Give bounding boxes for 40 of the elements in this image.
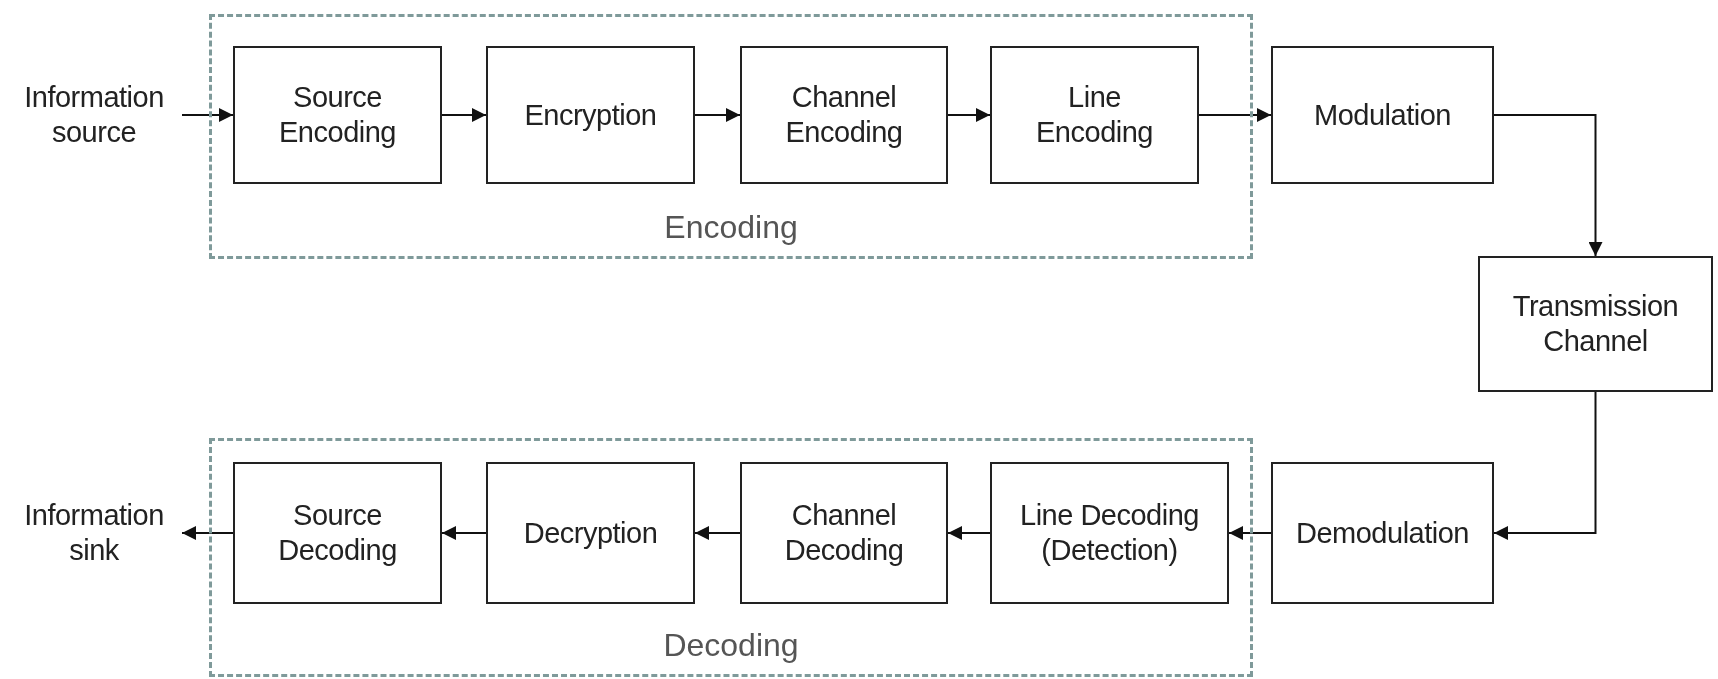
text-label: Information sink bbox=[23, 498, 165, 568]
box-label: Modulation bbox=[1314, 97, 1451, 133]
process-box bbox=[486, 462, 695, 604]
box-label: Transmission Channel bbox=[1511, 289, 1680, 359]
process-box bbox=[1478, 256, 1713, 392]
box-label: Encryption bbox=[524, 97, 657, 133]
box-label: Source Decoding bbox=[277, 498, 398, 568]
arrow bbox=[181, 108, 234, 122]
process-box bbox=[1271, 462, 1494, 604]
process-box bbox=[990, 462, 1229, 604]
group-frame bbox=[209, 14, 1253, 259]
arrow bbox=[694, 526, 741, 540]
process-box bbox=[1271, 46, 1494, 184]
group-label: Encoding bbox=[663, 209, 799, 246]
arrow bbox=[441, 526, 487, 540]
box-label: Source Encoding bbox=[278, 80, 397, 150]
group-label: Decoding bbox=[662, 627, 800, 664]
box-label: Channel Decoding bbox=[783, 498, 905, 568]
box-label: Channel Encoding bbox=[784, 80, 904, 150]
process-box bbox=[740, 46, 948, 184]
process-box bbox=[740, 462, 948, 604]
box-label: Line Encoding bbox=[1035, 80, 1154, 150]
arrow bbox=[181, 526, 234, 540]
arrow bbox=[694, 108, 741, 122]
arrow bbox=[1198, 108, 1272, 122]
arrow bbox=[1493, 114, 1603, 257]
text-label: Information source bbox=[23, 80, 165, 150]
box-label: Decryption bbox=[523, 515, 658, 551]
arrow bbox=[947, 108, 991, 122]
arrow bbox=[441, 108, 487, 122]
process-box bbox=[233, 46, 442, 184]
arrow bbox=[947, 526, 991, 540]
box-label: Line Decoding (Detection) bbox=[1019, 498, 1200, 568]
box-label: Demodulation bbox=[1296, 515, 1469, 551]
arrow bbox=[1228, 526, 1272, 540]
process-box bbox=[233, 462, 442, 604]
arrow bbox=[1493, 391, 1597, 540]
process-box bbox=[990, 46, 1199, 184]
group-frame bbox=[209, 438, 1253, 677]
process-box bbox=[486, 46, 695, 184]
